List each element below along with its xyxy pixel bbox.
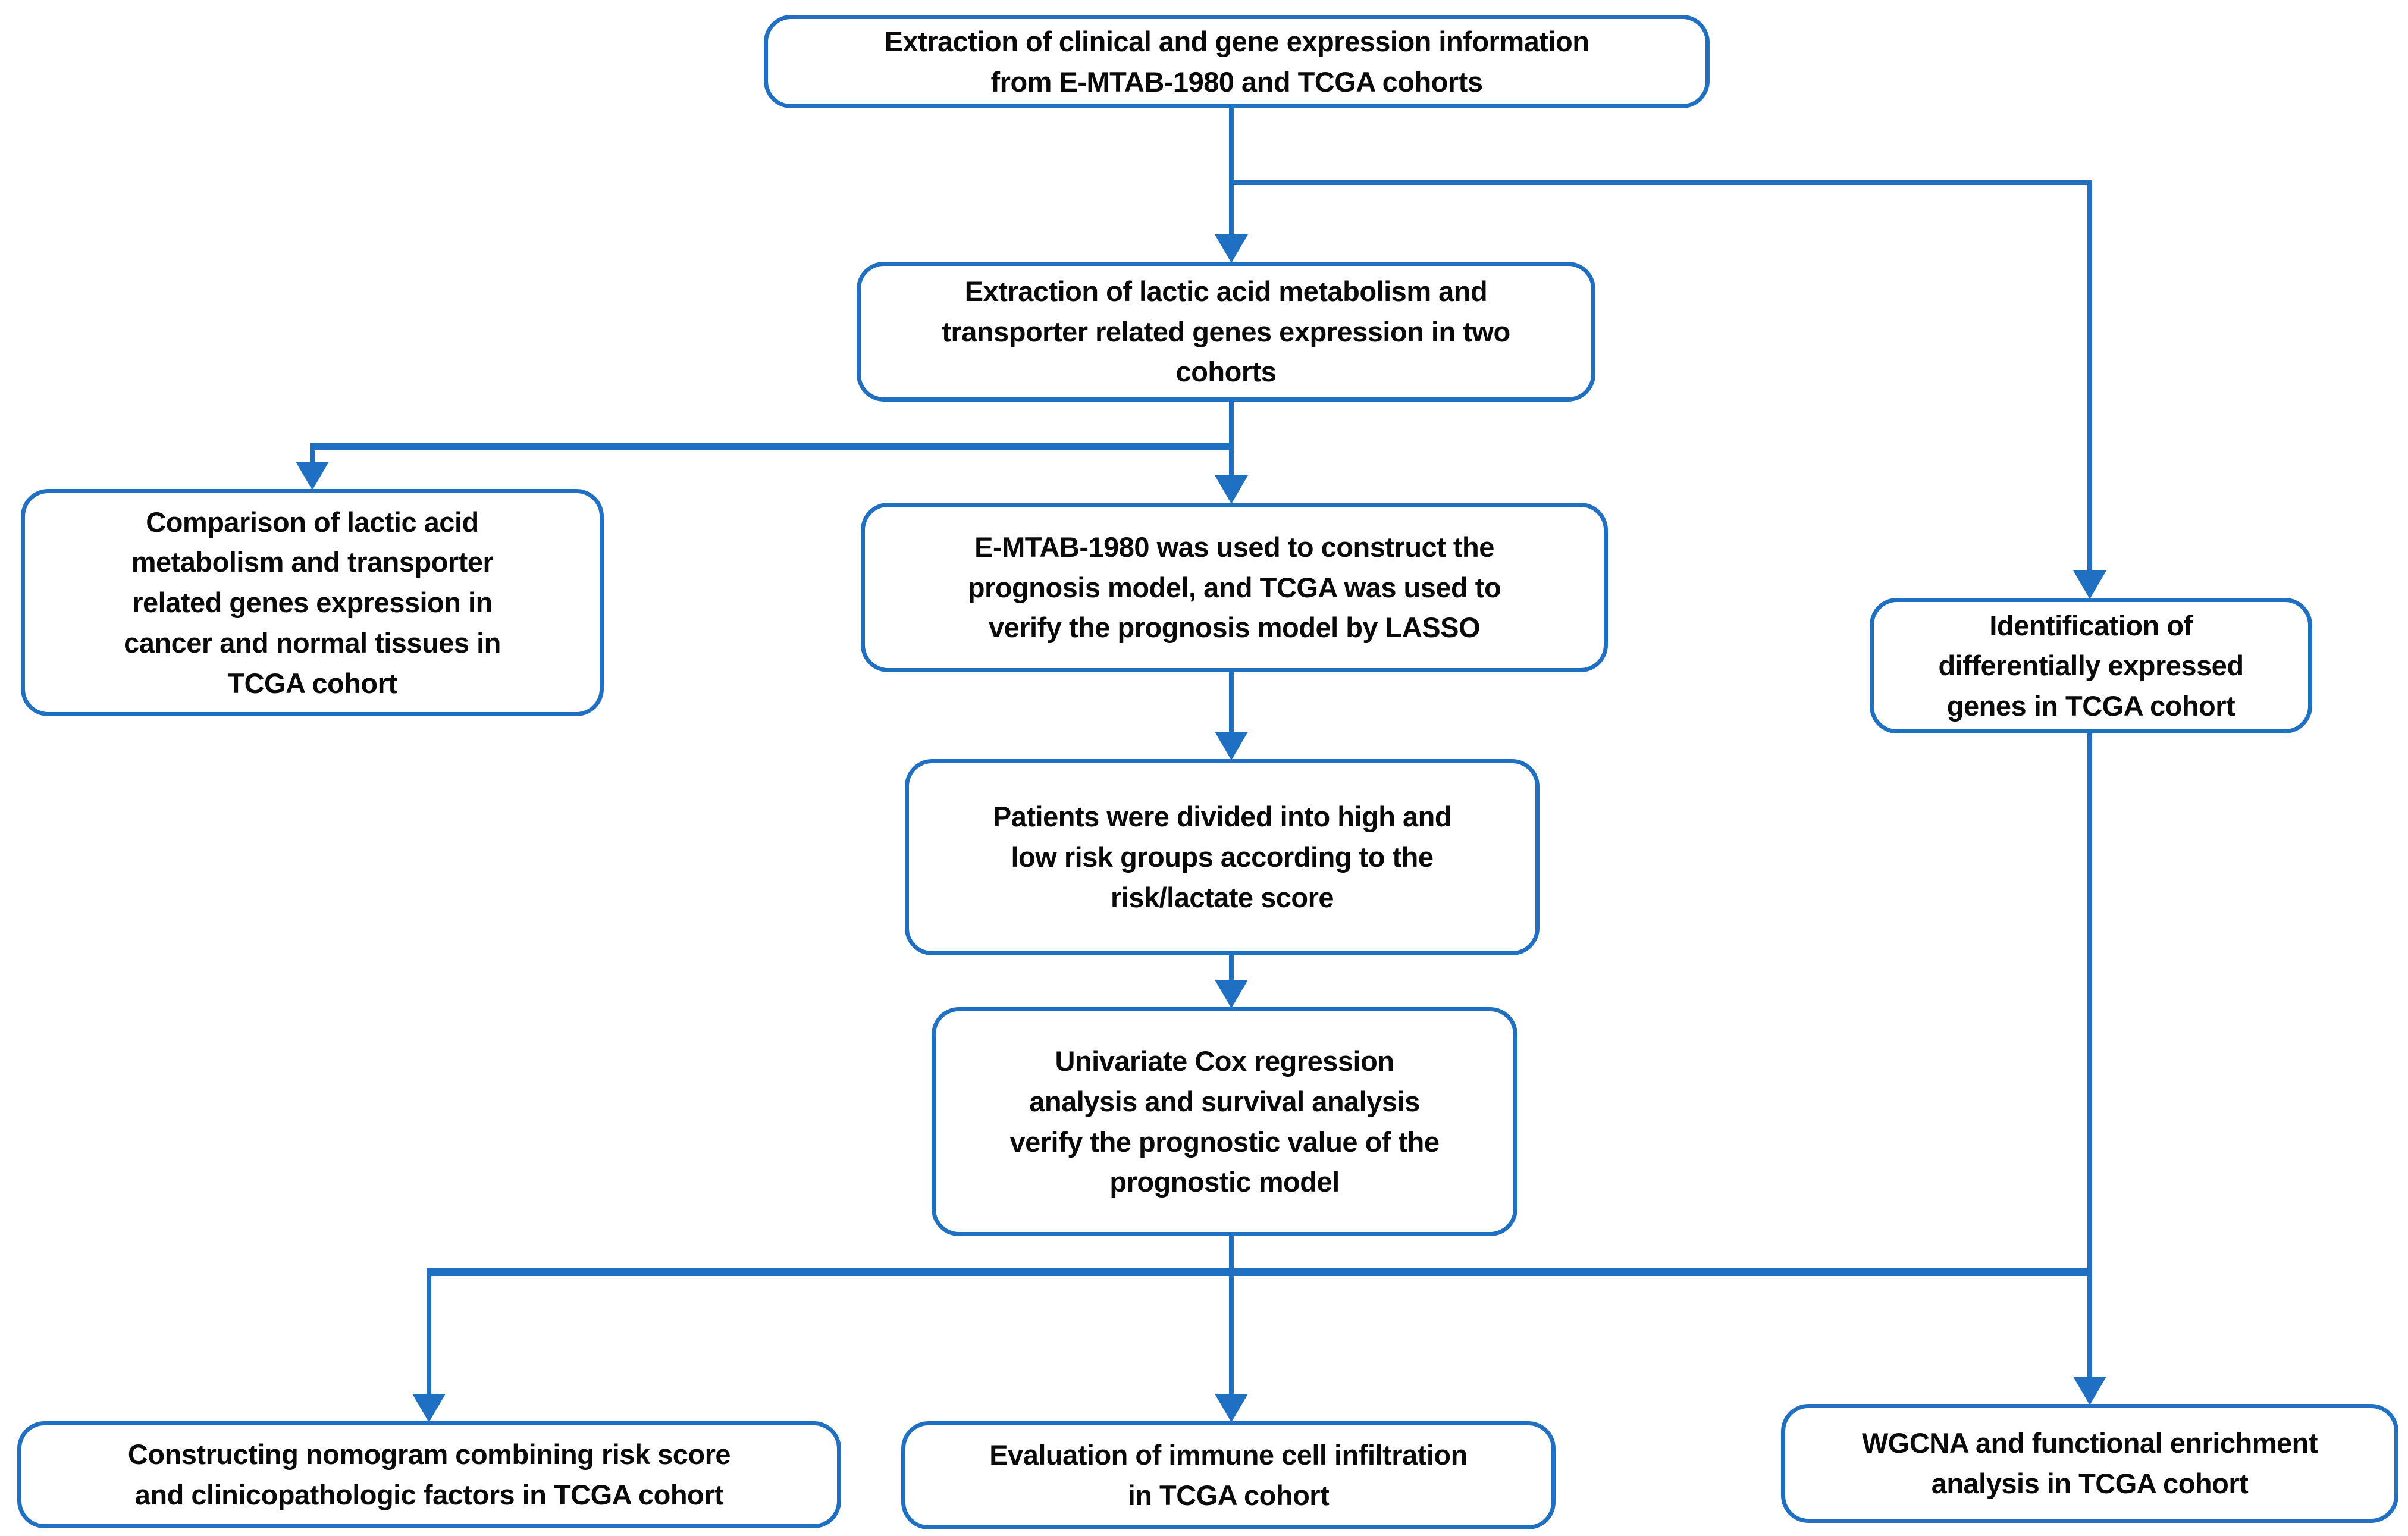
connector-rail-to-nomogram [427, 1272, 431, 1396]
connector-top-branch-horizontal [1229, 180, 2092, 185]
flow-node-identification: Identification of differentially express… [1870, 598, 2312, 733]
flow-node-cox-validation: Univariate Cox regression analysis and s… [932, 1007, 1517, 1236]
connector-cox-to-bottom-rail [1229, 1236, 1234, 1275]
connector-prognosis-to-risk-groups [1229, 672, 1234, 734]
flow-node-prognosis-model-label: E-MTAB-1980 was used to construct the pr… [967, 531, 1501, 644]
connector-rail-to-immune [1229, 1272, 1234, 1396]
connector-extract-genes-to-prognosis [1229, 402, 1234, 478]
connector-identification-to-wgcna [2087, 733, 2092, 1379]
flow-node-wgcna: WGCNA and functional enrichment analysis… [1781, 1404, 2398, 1523]
flow-node-immune: Evaluation of immune cell infiltration i… [901, 1421, 1556, 1529]
connector-branch-left-vertical [310, 446, 315, 464]
connector-bottom-rail-horizontal [427, 1268, 2092, 1276]
connector-risk-groups-to-cox [1229, 955, 1234, 982]
flow-node-risk-groups: Patients were divided into high and low … [905, 759, 1540, 955]
flow-node-prognosis-model: E-MTAB-1980 was used to construct the pr… [861, 503, 1608, 672]
flow-node-extract-genes-label: Extraction of lactic acid metabolism and… [942, 275, 1510, 388]
flow-node-wgcna-label: WGCNA and functional enrichment analysis… [1861, 1427, 2318, 1499]
arrow-down-icon [296, 462, 329, 490]
arrow-down-icon [2073, 570, 2106, 599]
arrow-down-icon [1215, 1394, 1248, 1422]
flow-node-extract-info-label: Extraction of clinical and gene expressi… [884, 25, 1589, 98]
flow-node-comparison-label: Comparison of lactic acid metabolism and… [124, 506, 501, 699]
flow-node-extract-info: Extraction of clinical and gene expressi… [764, 15, 1710, 108]
connector-branch-right-vertical [2087, 182, 2092, 572]
flow-node-immune-label: Evaluation of immune cell infiltration i… [989, 1439, 1468, 1511]
flow-node-extract-genes: Extraction of lactic acid metabolism and… [857, 262, 1595, 402]
flow-node-nomogram: Constructing nomogram combining risk sco… [17, 1421, 841, 1528]
arrow-down-icon [2073, 1377, 2106, 1405]
arrow-down-icon [1215, 732, 1248, 760]
arrow-down-icon [1215, 234, 1248, 263]
flow-node-cox-validation-label: Univariate Cox regression analysis and s… [1009, 1045, 1440, 1198]
arrow-down-icon [1215, 475, 1248, 504]
flow-node-identification-label: Identification of differentially express… [1938, 609, 2244, 722]
connector-left-branch-horizontal [310, 443, 1234, 450]
connector-top-to-extract-genes [1229, 108, 1234, 237]
flow-node-risk-groups-label: Patients were divided into high and low … [992, 801, 1452, 913]
flow-node-nomogram-label: Constructing nomogram combining risk sco… [127, 1438, 731, 1510]
arrow-down-icon [412, 1394, 446, 1422]
arrow-down-icon [1215, 980, 1248, 1008]
flow-node-comparison: Comparison of lactic acid metabolism and… [21, 489, 604, 716]
